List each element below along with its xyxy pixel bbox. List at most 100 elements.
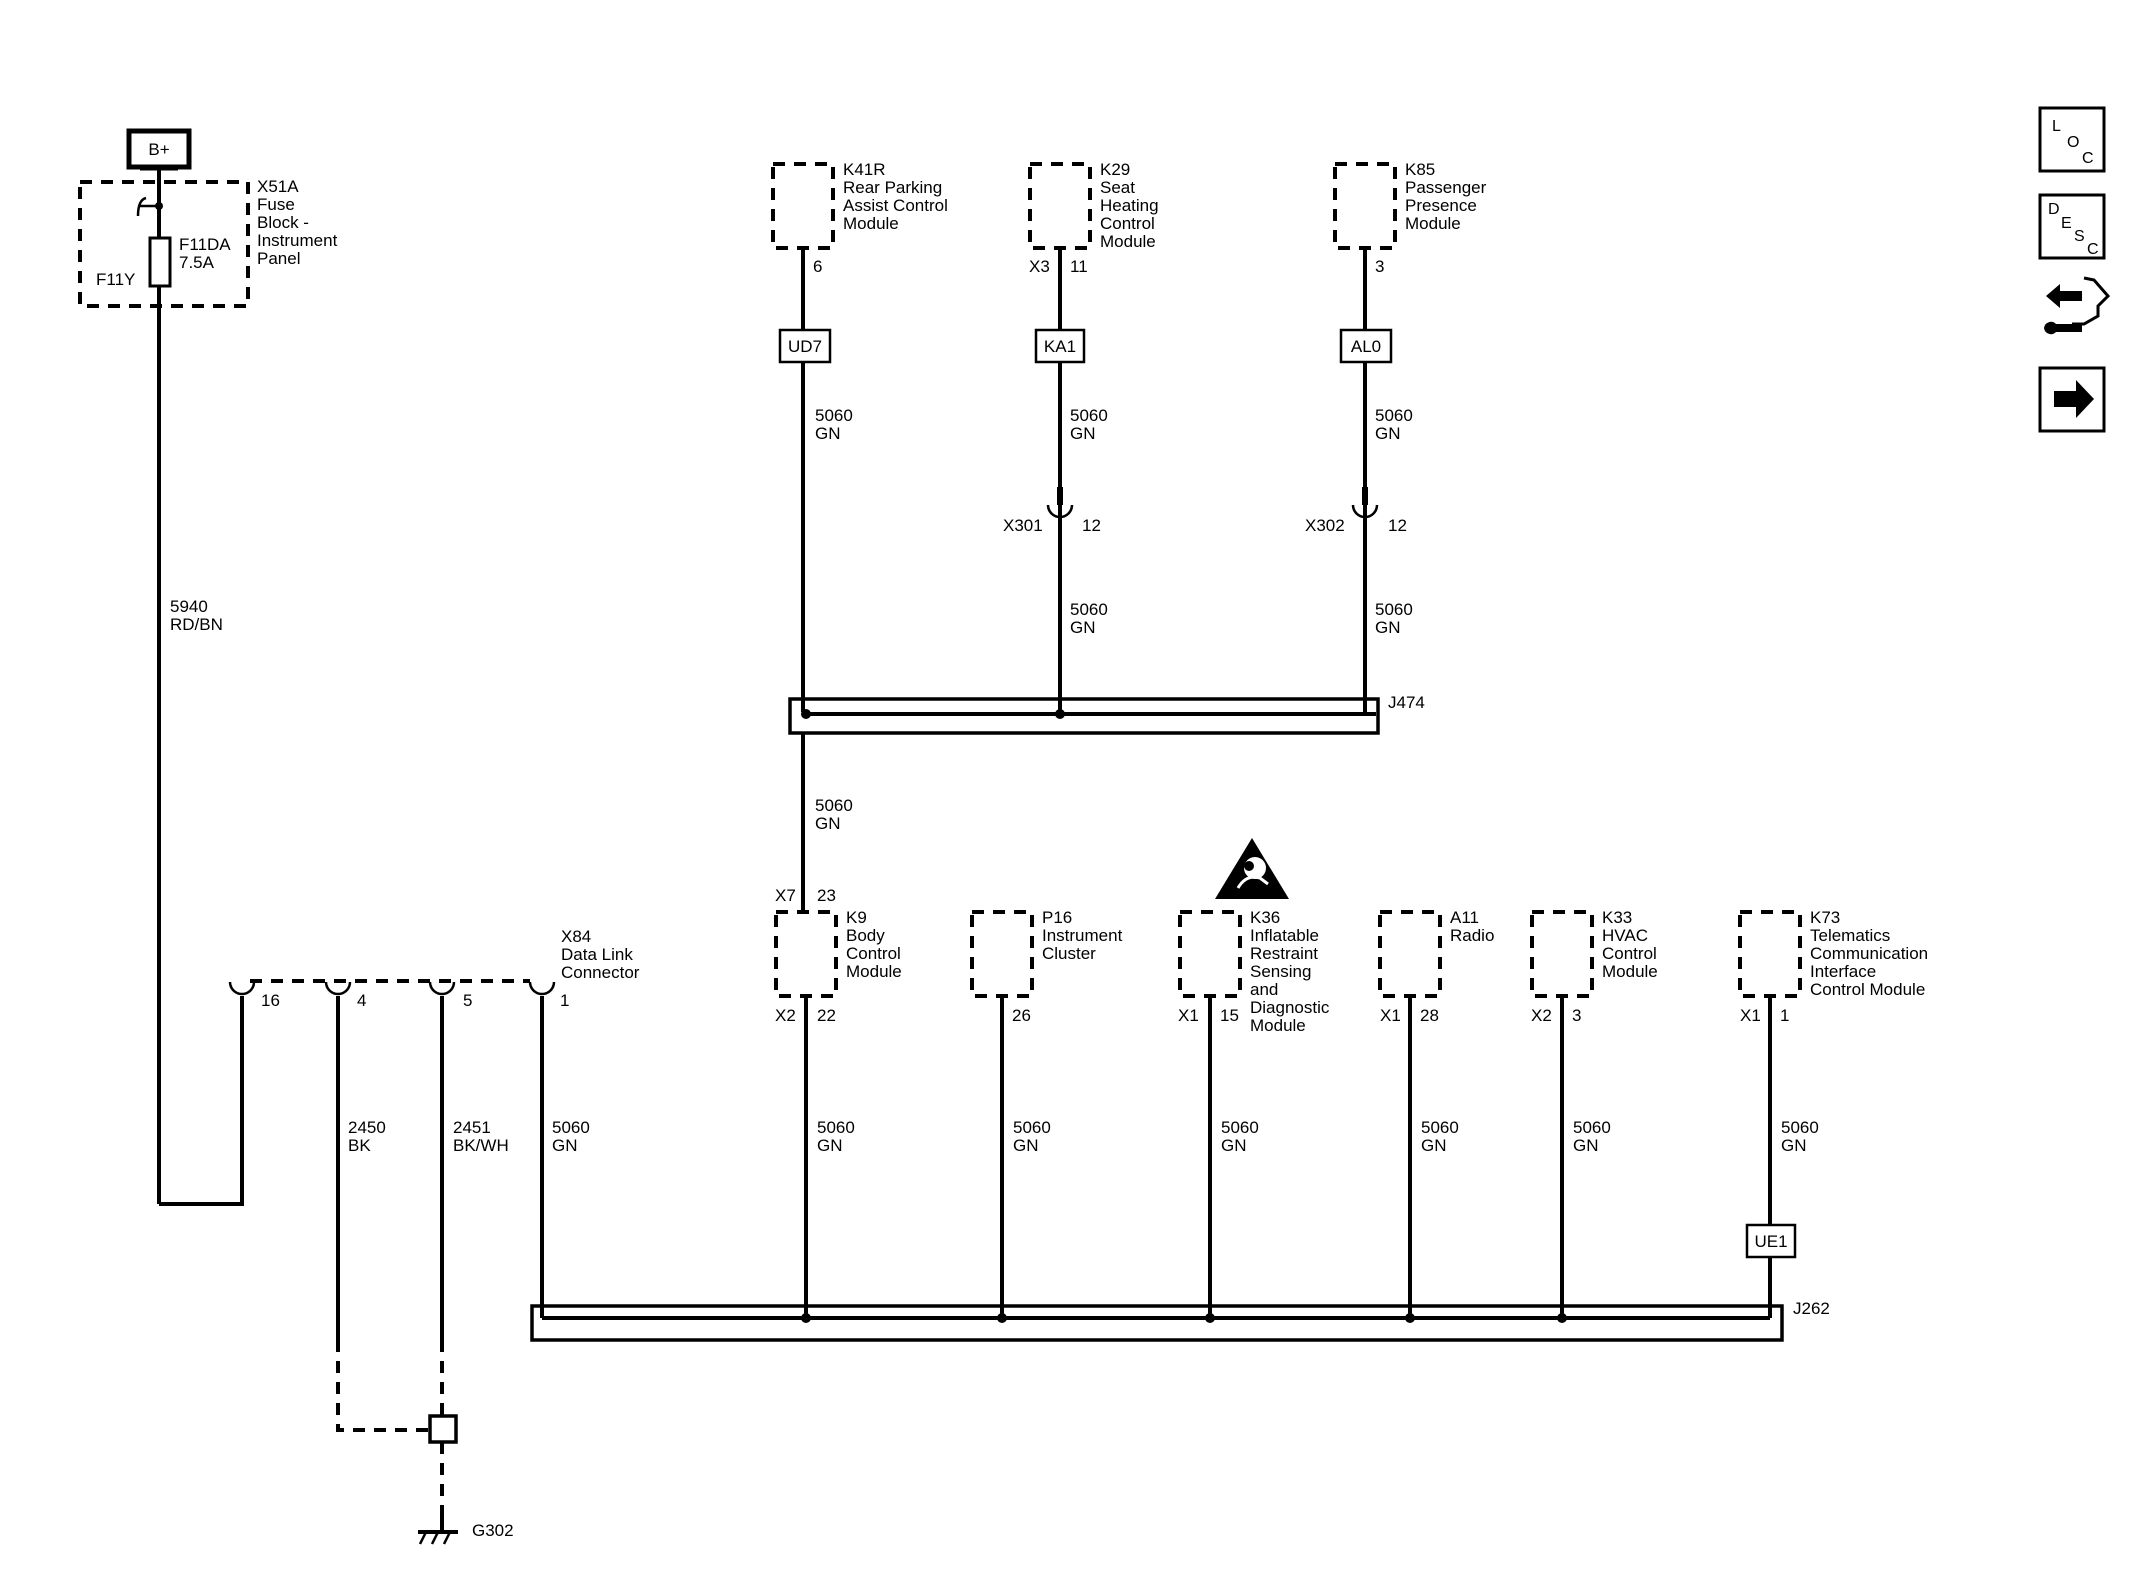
airbag-warning-icon (1215, 838, 1289, 899)
inline-ud7-label: UD7 (788, 337, 822, 356)
connector-repair-icon[interactable] (2044, 276, 2111, 335)
k9-wire-circuit: 5060 (817, 1118, 855, 1137)
dlc-id: X84 (561, 927, 591, 946)
splice-j262: J262 (530, 1299, 1830, 1342)
fuse-pin: F11Y (96, 270, 135, 289)
module-k36-name-1: Inflatable (1250, 926, 1319, 945)
fuse-rating: 7.5A (179, 253, 215, 272)
module-k33-id: K33 (1602, 908, 1632, 927)
fuse-block-outline (78, 180, 250, 308)
k29-wire-circuit: 5060 (1070, 406, 1108, 425)
x302-wire-color: GN (1375, 618, 1401, 637)
module-k36-pin: 15 (1220, 1006, 1239, 1025)
module-p16-name-1: Instrument (1042, 926, 1123, 945)
module-k36-name-4: and (1250, 980, 1278, 999)
inline-x302-pin: 12 (1388, 516, 1407, 535)
module-k9-name-2: Control (846, 944, 901, 963)
fuse-block-name-4: Panel (257, 249, 300, 268)
module-k41r-name-3: Module (843, 214, 899, 233)
module-k29-pin: 11 (1070, 257, 1088, 276)
module-k41r (771, 162, 835, 250)
inline-ka1-label: KA1 (1044, 337, 1076, 356)
loc-letter-o: O (2067, 134, 2079, 151)
x301-wire-color: GN (1070, 618, 1096, 637)
battery-label: B+ (148, 140, 169, 159)
splice-j474-label: J474 (1388, 693, 1425, 712)
ground-5-circuit: 2451 (453, 1118, 491, 1137)
j474-wire-color: GN (815, 814, 841, 833)
fuse-block-name-3: Instrument (257, 231, 338, 250)
module-k41r-name-2: Assist Control (843, 196, 948, 215)
module-k9-connector: X2 (775, 1006, 796, 1025)
module-k36-name-2: Restraint (1250, 944, 1318, 963)
inline-al0-label: AL0 (1351, 337, 1381, 356)
module-a11-name-1: Radio (1450, 926, 1494, 945)
module-k29-name-4: Module (1100, 232, 1156, 251)
module-k29 (1028, 162, 1092, 250)
module-k29-name-3: Control (1100, 214, 1155, 233)
j474-wire-circuit: 5060 (815, 796, 853, 815)
next-arrow-button[interactable] (2038, 366, 2106, 433)
dlc-pin-1: 1 (560, 991, 569, 1010)
module-k9 (774, 910, 838, 998)
k9-upper-pin: 23 (817, 886, 836, 905)
module-k36 (1178, 910, 1242, 998)
module-k29-name-2: Heating (1100, 196, 1159, 215)
k9-upper-connector: X7 (775, 886, 796, 905)
desc-button[interactable]: D E S C (2038, 193, 2106, 260)
loc-button[interactable]: L O C (2038, 106, 2106, 173)
module-p16 (970, 910, 1034, 998)
data-link-connector: 16 4 5 1 X84 Data Link Connector (228, 927, 640, 1010)
dlc-wire-color: GN (552, 1136, 578, 1155)
ground-4-color: BK (348, 1136, 371, 1155)
module-k33-connector: X2 (1531, 1006, 1552, 1025)
module-p16-id: P16 (1042, 908, 1072, 927)
module-k33-name-3: Module (1602, 962, 1658, 981)
k73-wire-circuit: 5060 (1781, 1118, 1819, 1137)
module-k73-pin: 1 (1780, 1006, 1789, 1025)
ground-id: G302 (472, 1521, 514, 1540)
module-k73-name-1: Telematics (1810, 926, 1890, 945)
next-arrow-icon (2054, 380, 2094, 418)
module-a11-id: A11 (1450, 908, 1479, 927)
module-k73-name-3: Interface (1810, 962, 1876, 981)
power-wire-color: RD/BN (170, 615, 223, 634)
inline-al0 (1339, 328, 1393, 364)
module-k9-id: K9 (846, 908, 867, 927)
desc-letter-d: D (2048, 201, 2060, 218)
module-k29-id: K29 (1100, 160, 1130, 179)
module-k73-id: K73 (1810, 908, 1840, 927)
dlc-pin-5: 5 (463, 991, 472, 1010)
fuse-block-id: X51A (257, 177, 299, 196)
module-a11 (1378, 910, 1442, 998)
module-k36-name-6: Module (1250, 1016, 1306, 1035)
dlc-name-1: Data Link (561, 945, 633, 964)
module-k85-id: K85 (1405, 160, 1435, 179)
k41r-wire-circuit: 5060 (815, 406, 853, 425)
inline-ue1 (1745, 1223, 1797, 1259)
dlc-name-2: Connector (561, 963, 640, 982)
k73-wire-color: GN (1781, 1136, 1807, 1155)
battery-positive: B+ (126, 128, 192, 171)
inline-x302-id: X302 (1305, 516, 1345, 535)
fuse-block-name-1: Fuse (257, 195, 295, 214)
splice-j262-label: J262 (1793, 1299, 1830, 1318)
power-wire-circuit: 5940 (170, 597, 208, 616)
module-k33-pin: 3 (1572, 1006, 1581, 1025)
module-k73-name-4: Control Module (1810, 980, 1925, 999)
desc-letter-c2: C (2087, 241, 2099, 258)
desc-letter-s: S (2074, 228, 2085, 245)
x302-wire-circuit: 5060 (1375, 600, 1413, 619)
loc-letter-l: L (2052, 118, 2061, 135)
dlc-pin-4: 4 (357, 991, 366, 1010)
module-k36-connector: X1 (1178, 1006, 1199, 1025)
x301-wire-circuit: 5060 (1070, 600, 1108, 619)
module-k33-name-1: HVAC (1602, 926, 1648, 945)
k33-wire-color: GN (1573, 1136, 1599, 1155)
k36-wire-color: GN (1221, 1136, 1247, 1155)
module-k85 (1333, 162, 1397, 250)
ground-5-color: BK/WH (453, 1136, 509, 1155)
module-k9-pin: 22 (817, 1006, 836, 1025)
dlc-pin-16: 16 (261, 991, 280, 1010)
